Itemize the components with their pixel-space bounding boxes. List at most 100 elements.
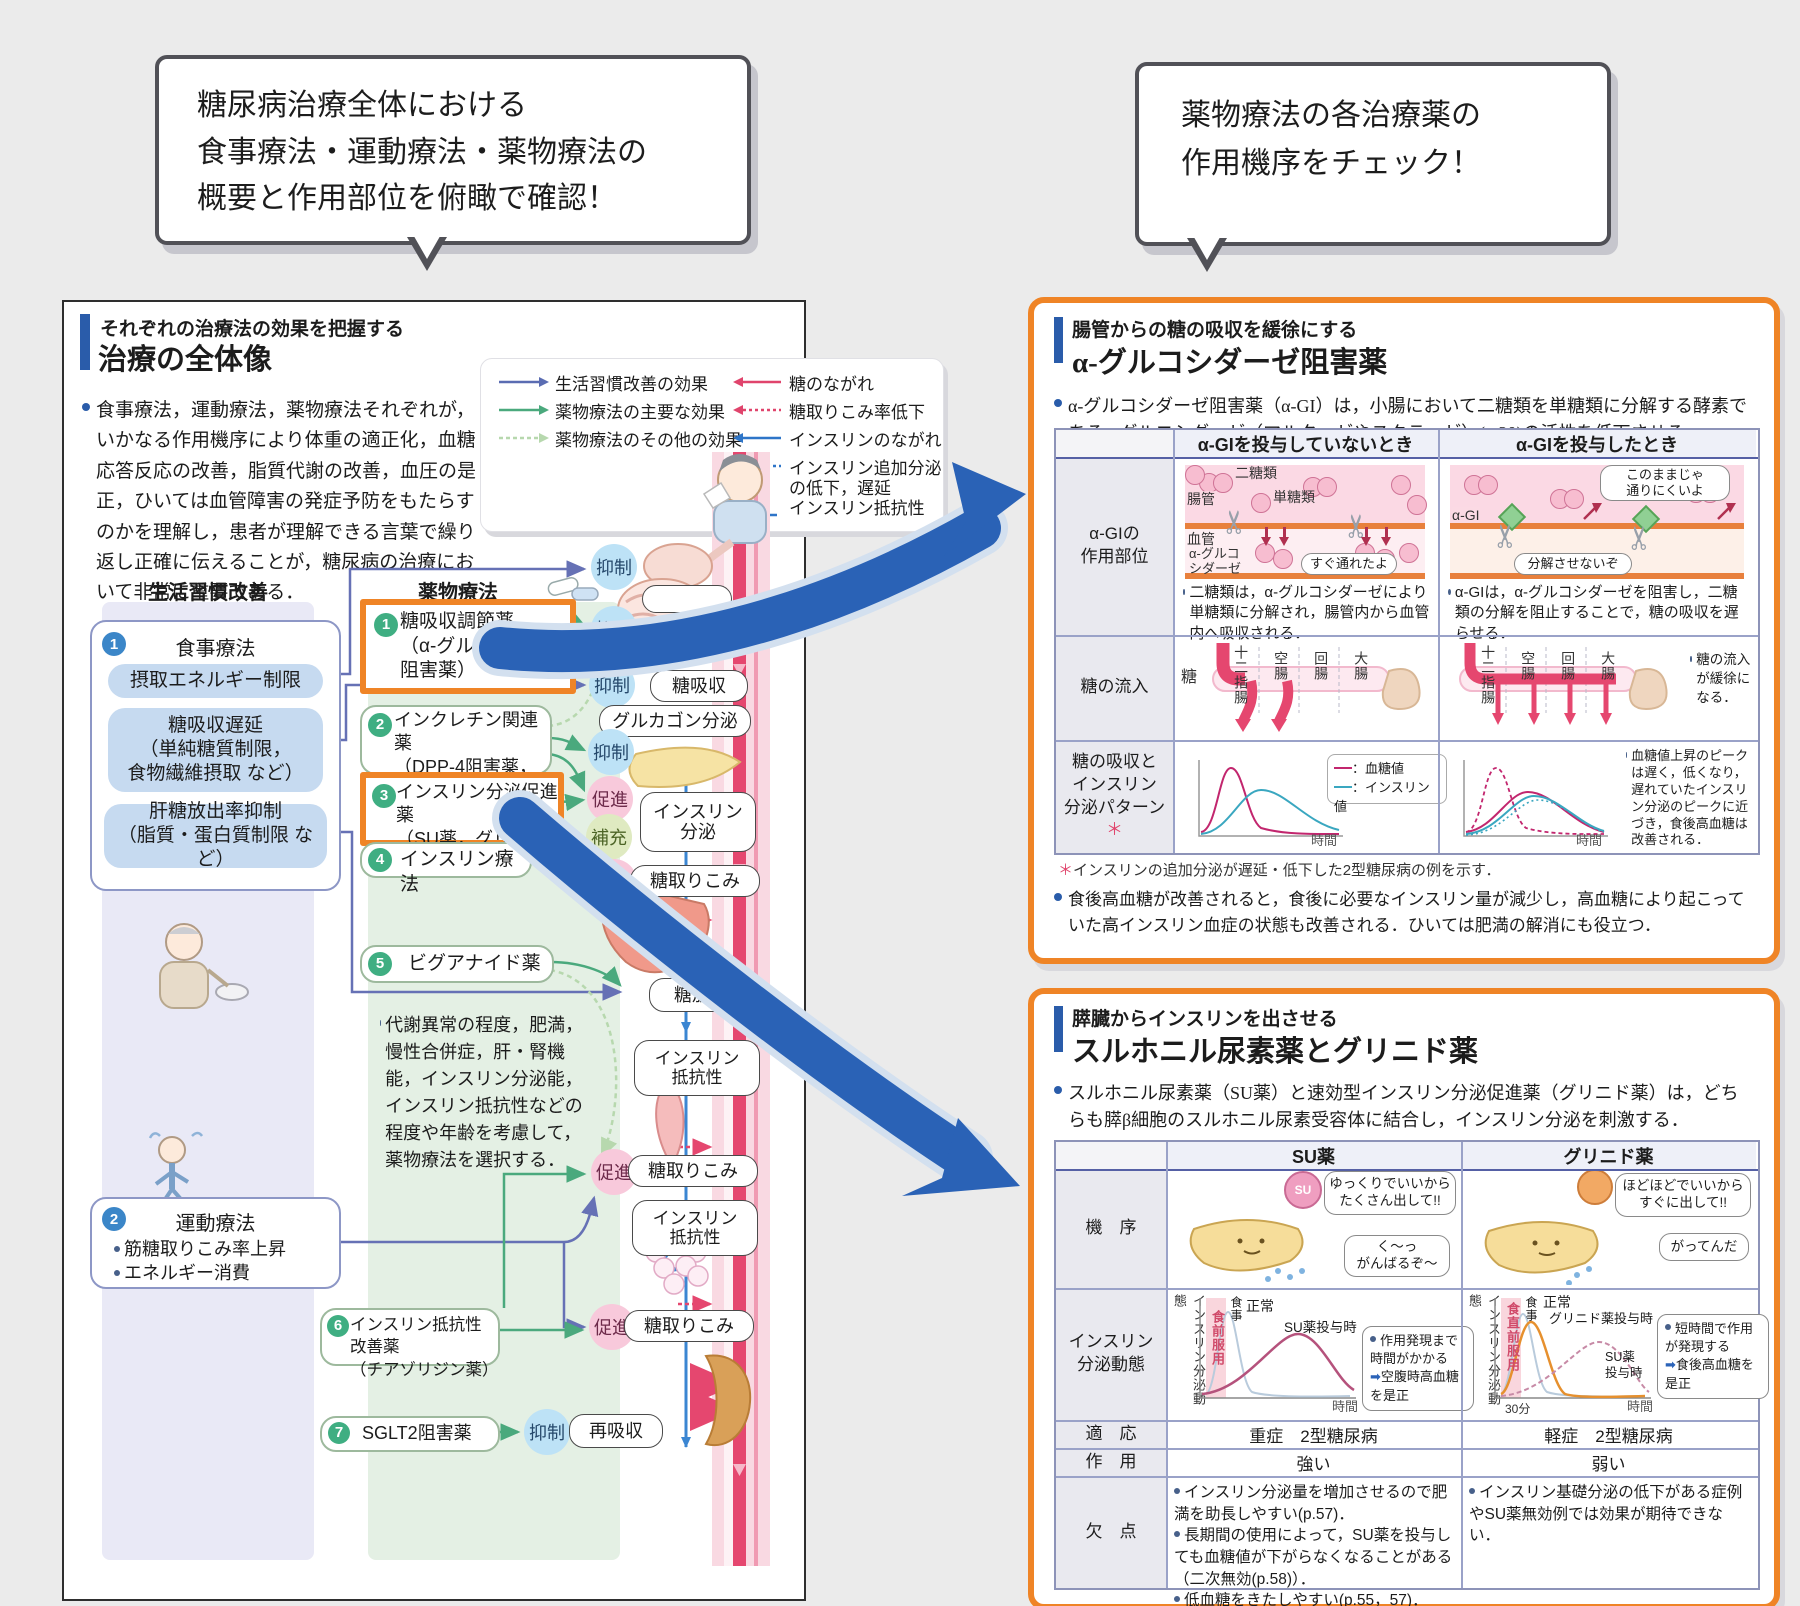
diet-therapy-box: 1 食事療法 摂取エネルギー制限 糖吸収遅延 （単純糖質制限， 食物繊維摂取 な… — [90, 620, 341, 891]
label-reabsorption: 再吸収 — [569, 1414, 663, 1448]
su-indication: 重症 2型糖尿病 — [1249, 1426, 1378, 1446]
label-glinide-dosing: グリニド薬投与時 — [1549, 1311, 1654, 1326]
label-sugar: 糖 — [1181, 669, 1198, 686]
su-title: スルホニル尿素薬とグリニド薬 — [1072, 1036, 1479, 1068]
arrow-icon: ➡ — [1370, 1369, 1381, 1385]
axis-label-insulin-dynamics: インスリン分泌動態 — [1172, 1294, 1206, 1406]
glinide-bubble-reply: がってんだ — [1659, 1233, 1749, 1261]
alpha-glucosidase-scissors-icon: ✂ — [1487, 522, 1524, 550]
arrow-right-green-icon — [499, 405, 549, 415]
label-just-before-meal-dose: 食直前服用 — [1505, 1302, 1520, 1372]
legend-label: インスリン追加分泌 の低下，遅延 — [789, 459, 942, 499]
legend-label: 糖取りこみ率低下 — [789, 403, 925, 422]
label-jejunum: 空腸 — [1273, 651, 1290, 681]
label-glucose-release: 糖放出 — [649, 978, 753, 1012]
glinide-character — [1577, 1169, 1613, 1205]
drug7-label: SGLT2阻害薬 — [362, 1423, 472, 1443]
legend-item: 糖のながれ — [731, 375, 874, 395]
graph-note: 血糖値上昇のピークは遅く，低くなり，遅れていたインスリン分泌のピークに近づき，食… — [1626, 748, 1752, 849]
diet-number: 1 — [102, 632, 126, 656]
callout-line: 作用機序をチェック！ — [1181, 147, 1481, 180]
agi-footnote: ＊インスリンの追加分泌が遅延・低下した2型糖尿病の例を示す． — [1058, 862, 1501, 879]
label-disaccharide: 二糖類 — [1235, 465, 1277, 481]
bubble-cannot-pass: このままじゃ 通りにくいよ — [1600, 465, 1730, 501]
weakness-item: 長期間の使用によって，SU薬を投与しても血糖値が下がらなくなることがある（二次無… — [1174, 1527, 1453, 1588]
agi-row-label-pattern: 糖の吸収と インスリン 分泌パターン＊ — [1056, 740, 1173, 853]
label-colon: 大腸 — [1353, 651, 1370, 681]
glinide-indication: 軽症 2型糖尿病 — [1544, 1426, 1673, 1446]
su-dynamics-cell: インスリン分泌動態 食前服用 食事 正常 SU薬投与時 時間 作用発現まで時間が… — [1166, 1288, 1474, 1420]
label-su-dosing-dashed: SU薬 投与時 — [1605, 1350, 1643, 1380]
su-effect-note: 作用発現まで時間がかかる ➡空腹時高血糖を是正 — [1362, 1326, 1474, 1411]
glinide-weakness-list: インスリン基礎分泌の低下がある症例やSU薬無効例では効果が期待できない． — [1469, 1482, 1749, 1547]
deflect-arrow-icon — [1583, 503, 1602, 520]
su-bubble-demand: ゆっくりでいいから たくさん出して!! — [1324, 1171, 1456, 1215]
label-glucagon-secretion: グルカゴン分泌 — [599, 705, 751, 737]
exercise-item: エネルギー消費 — [114, 1259, 250, 1285]
weakness-item: インスリン分泌量を増加させるので肥満を助長しやすい(p.57)． — [1174, 1484, 1448, 1523]
drug1-number: 1 — [374, 613, 398, 637]
footnote-mark: ＊ — [1058, 862, 1074, 879]
legend-label: 糖のながれ — [789, 375, 874, 394]
su-col-header: SU薬 — [1166, 1142, 1461, 1169]
section-bar — [80, 314, 90, 370]
label-ileum: 回腸 — [1560, 651, 1577, 681]
row-label-weakness: 欠 点 — [1056, 1476, 1166, 1588]
su-dynamics-graph — [1199, 1298, 1356, 1399]
label-insulin-secretion: インスリン 分泌 — [640, 792, 756, 852]
swatch-glucose — [1334, 766, 1352, 769]
su-character: SU — [1284, 1171, 1322, 1209]
glinide-dynamics-cell: インスリン分泌動態 食直前服用 食事 正常 グリニド薬投与時 SU薬 投与時 3… — [1461, 1288, 1769, 1420]
su-panel: 膵臓からインスリンを出させる スルホニル尿素薬とグリニド薬 スルホニル尿素薬（S… — [1028, 988, 1780, 1606]
glinide-action-strength: 弱い — [1591, 1454, 1626, 1474]
graph-legend: ：血糖値 ：インスリン値 — [1327, 754, 1447, 814]
legend-label: インスリンのながれ — [789, 431, 942, 450]
axis-time: 時間 — [1311, 833, 1338, 848]
bubble-tail-fill — [411, 231, 443, 259]
su-kicker: 膵臓からインスリンを出させる — [1072, 1009, 1338, 1030]
label-normal: 正常 — [1543, 1294, 1571, 1310]
action-supplement: 補充 — [586, 814, 632, 860]
agi-table: α-GIを投与していないとき α-GIを投与したとき α-GIの 作用部位 糖の… — [1054, 428, 1760, 855]
agi-col-header-given: α-GIを投与したとき — [1438, 430, 1756, 457]
weakness-item: 低血糖をきたしやすい(p.55，57)． — [1174, 1590, 1454, 1606]
axis-time: 時間 — [1332, 1399, 1359, 1414]
legend-item: インスリンのながれ — [731, 431, 942, 451]
label-glucose-absorption: 糖吸収 — [650, 670, 748, 702]
overview-intro: 食事療法，運動療法，薬物療法それぞれが，いかなる作用機序により体重の適正化，血糖… — [82, 396, 486, 609]
agi-benefit: 食後高血糖が改善されると，食後に必要なインスリン量が減少し，高血糖により起こって… — [1054, 887, 1754, 938]
section-bar — [1054, 1006, 1063, 1052]
right-callout-bubble: 薬物療法の各治療薬の 作用機序をチェック！ — [1135, 62, 1611, 272]
agi-kicker: 腸管からの糖の吸収を緩徐にする — [1072, 320, 1358, 341]
alpha-glucosidase-scissors-icon: ✂ — [1621, 524, 1658, 552]
drug4-label: インスリン療法 — [400, 849, 514, 895]
deflect-arrow-icon — [1717, 503, 1736, 520]
bullet-icon — [82, 403, 90, 411]
label-vessel: 血管 — [1187, 531, 1215, 547]
su-mechanism-cell: SU ゆっくりでいいから たくさん出して!! く〜っ がんばるぞ〜 — [1166, 1169, 1461, 1288]
exercise-item: 筋糖取りこみ率上昇 — [114, 1235, 286, 1261]
drug4-number: 4 — [368, 848, 392, 872]
inflow-diagram — [1459, 643, 1668, 725]
left-callout-bubble: 糖尿病治療全体における 食事療法・運動療法・薬物療法の 概要と作用部位を俯瞰で確… — [155, 55, 751, 271]
agi-panel: 腸管からの糖の吸収を緩徐にする α-グルコシダーゼ阻害薬 α-グルコシダーゼ阻害… — [1028, 297, 1780, 964]
drug6-number: 6 — [327, 1315, 349, 1337]
glinide-mechanism-cell: ほどほどでいいから すぐに出して!! がってんだ — [1461, 1169, 1756, 1288]
inflow-note: 糖の流入が緩徐になる． — [1690, 651, 1752, 708]
agi-caption-left: 二糖類は，α-グルコシダーゼにより単糖類に分解され，腸管内から血管内へ吸収される… — [1183, 583, 1431, 644]
drug6-label: インスリン抵抗性改善薬 （チアゾリジン薬） — [350, 1316, 499, 1379]
label-30min: 30分 — [1505, 1402, 1531, 1416]
drug4-insulin-box: 4 インスリン療法 — [360, 842, 532, 895]
drug2-number: 2 — [368, 713, 392, 737]
label-normal: 正常 — [1246, 1298, 1274, 1314]
legend-item: 糖取りこみ率低下 — [731, 403, 925, 423]
label-meal: 食事 — [1229, 1296, 1243, 1322]
swatch-insulin — [1334, 785, 1352, 788]
callout-line: 食事療法・運動療法・薬物療法の — [197, 135, 647, 169]
legend-label: 薬物療法の主要な効果 — [555, 403, 725, 422]
arrow-left-red-icon — [733, 377, 781, 387]
exercising-person-illustration — [148, 1131, 204, 1209]
arrow-left-red-dashed-icon — [733, 405, 781, 415]
agi-inflow-with-drug: 十二指腸 空腸 回腸 大腸 糖の流入が緩徐になる． — [1446, 643, 1754, 733]
